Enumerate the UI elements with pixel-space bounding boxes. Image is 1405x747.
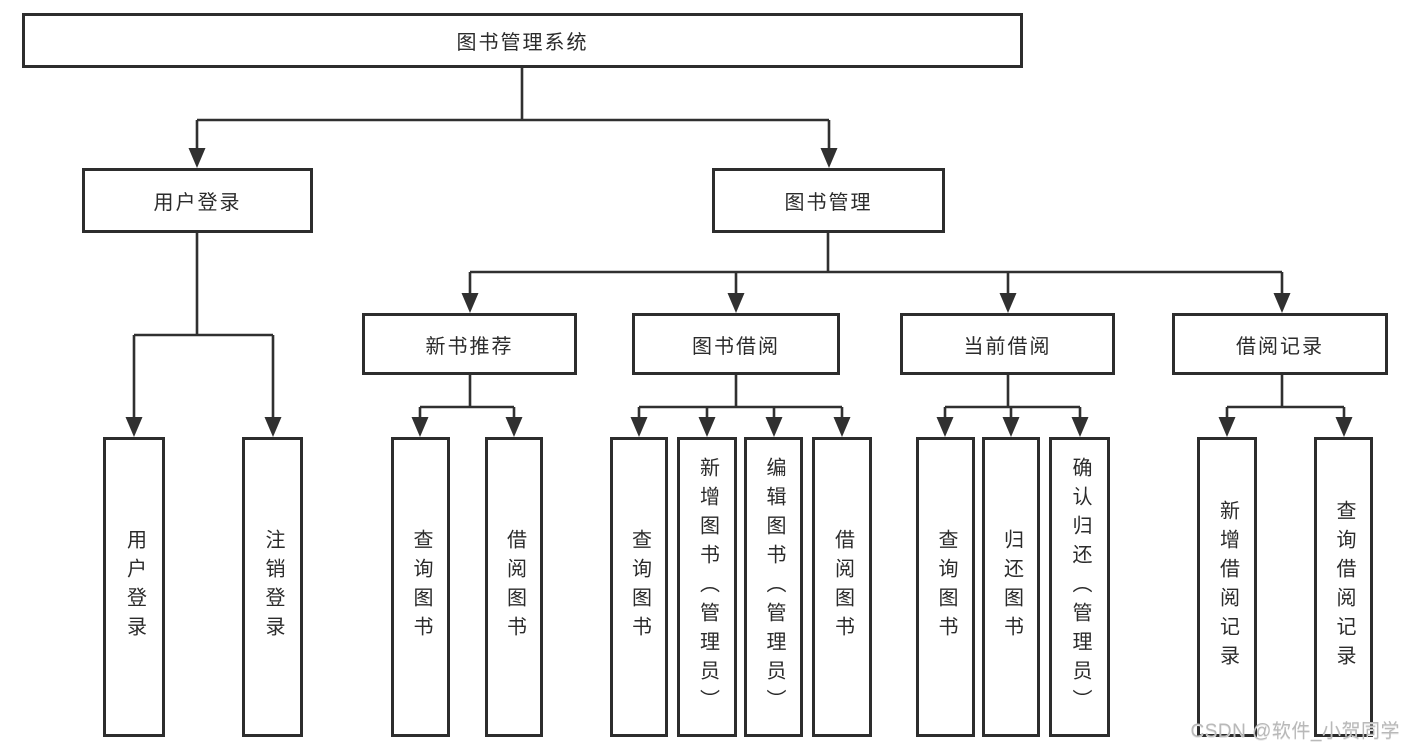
- arrowhead-icon: [1218, 417, 1236, 437]
- leaf-label: 新增借阅记录: [1216, 500, 1239, 674]
- leaf-label: 编辑图书（管理员）: [763, 456, 785, 718]
- leaf-add-borrow-record: 新增借阅记录: [1197, 437, 1257, 737]
- node-label: 图书管理: [784, 192, 873, 214]
- arrowhead-icon: [698, 417, 716, 437]
- connector-new-book-recommend-to-leaves: [418, 375, 516, 419]
- leaf-label: 注销登录: [262, 529, 284, 645]
- leaf-borrow-books: 借阅图书: [812, 437, 872, 737]
- node-label: 图书借阅: [692, 335, 780, 358]
- leaf-label: 查询图书: [935, 529, 957, 645]
- node-label: 用户登录: [153, 192, 242, 214]
- leaf-confirm-return-admin: 确认归还（管理员）: [1049, 437, 1110, 737]
- arrowhead-icon: [1071, 417, 1089, 437]
- csdn-watermark: CSDN @软件_小贺同学: [1190, 721, 1400, 742]
- connector-book-management-to-level3: [468, 233, 1284, 295]
- connector-root-to-level2: [195, 68, 831, 150]
- node-new-book-recommend: 新书推荐: [362, 313, 577, 375]
- leaf-label: 查询借阅记录: [1333, 500, 1355, 674]
- leaf-query-books-current: 查询图书: [916, 437, 975, 737]
- leaf-label: 用户登录: [123, 529, 146, 645]
- leaf-label: 借阅图书: [503, 529, 526, 645]
- leaf-query-books-borrow: 查询图书: [610, 437, 668, 737]
- leaf-query-books-recommend: 查询图书: [391, 437, 450, 737]
- arrowhead-icon: [264, 417, 282, 437]
- node-library-system: 图书管理系统: [22, 13, 1023, 68]
- leaf-edit-books-admin: 编辑图书（管理员）: [744, 437, 803, 737]
- leaf-label: 新增图书（管理员）: [696, 456, 719, 718]
- arrowhead-icon: [936, 417, 954, 437]
- node-borrow-records: 借阅记录: [1172, 313, 1388, 375]
- node-current-borrow: 当前借阅: [900, 313, 1115, 375]
- arrowhead-icon: [820, 148, 838, 168]
- leaf-logout: 注销登录: [242, 437, 303, 737]
- arrowhead-icon: [1273, 293, 1291, 313]
- node-book-management: 图书管理: [712, 168, 945, 233]
- arrowhead-icon: [461, 293, 479, 313]
- arrowhead-icon: [125, 417, 143, 437]
- leaf-user-login: 用户登录: [103, 437, 165, 737]
- arrowhead-icon: [1002, 417, 1020, 437]
- arrowhead-icon: [505, 417, 523, 437]
- leaf-label: 借阅图书: [831, 529, 854, 645]
- arrowhead-icon: [727, 293, 745, 313]
- node-user-login: 用户登录: [82, 168, 313, 233]
- arrowhead-icon: [765, 417, 783, 437]
- arrowhead-icon: [630, 417, 648, 437]
- node-label: 当前借阅: [963, 335, 1052, 358]
- arrowhead-icon: [188, 148, 206, 168]
- arrowhead-icon: [833, 417, 851, 437]
- connector-current-borrow-to-leaves: [943, 375, 1082, 419]
- leaf-borrow-books-recommend: 借阅图书: [485, 437, 543, 737]
- leaf-label: 确认归还（管理员）: [1069, 456, 1091, 718]
- node-label: 借阅记录: [1236, 335, 1324, 358]
- leaf-label: 归还图书: [1000, 529, 1023, 645]
- leaf-label: 查询图书: [410, 529, 432, 645]
- connector-book-borrow-to-leaves: [637, 375, 844, 419]
- arrowhead-icon: [1335, 417, 1353, 437]
- node-label: 图书管理系统: [456, 32, 589, 54]
- connector-user-login-to-leaves: [132, 233, 275, 419]
- node-book-borrow: 图书借阅: [632, 313, 840, 375]
- leaf-add-books-admin: 新增图书（管理员）: [677, 437, 737, 737]
- leaf-query-borrow-record: 查询借阅记录: [1314, 437, 1373, 737]
- node-label: 新书推荐: [425, 335, 514, 358]
- arrowhead-icon: [999, 293, 1017, 313]
- connector-borrow-records-to-leaves: [1225, 375, 1346, 419]
- leaf-return-books: 归还图书: [982, 437, 1040, 737]
- leaf-label: 查询图书: [628, 529, 651, 645]
- arrowhead-icon: [411, 417, 429, 437]
